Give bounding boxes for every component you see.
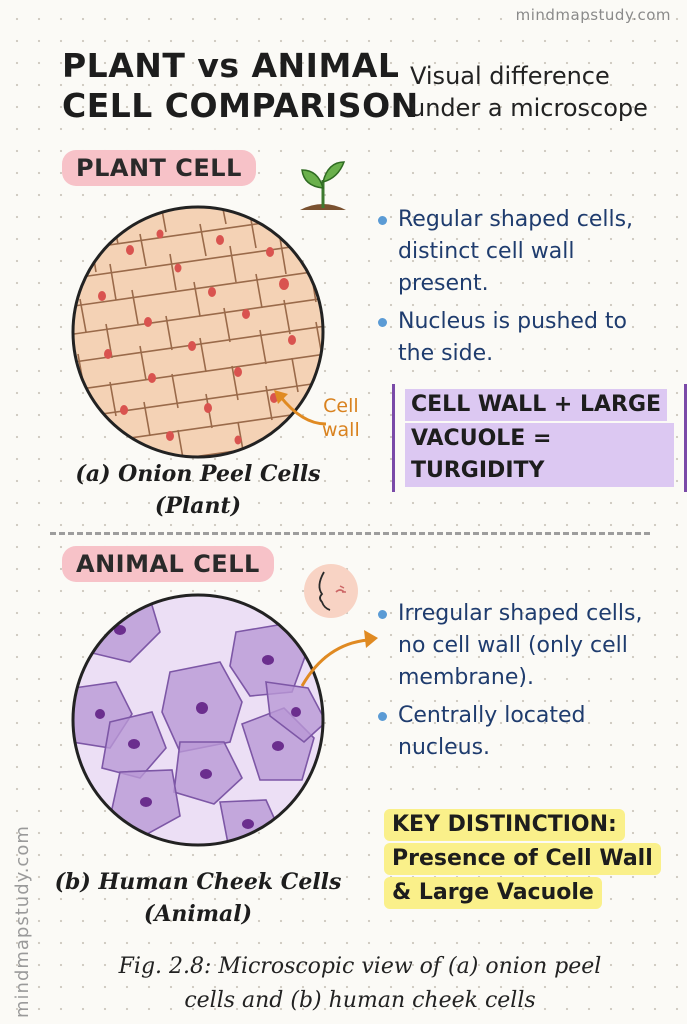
key-line-2: Presence of Cell Wall bbox=[384, 843, 661, 875]
key-distinction-box: KEY DISTINCTION: Presence of Cell Wall &… bbox=[384, 808, 661, 910]
page-title: PLANT vs ANIMAL CELL COMPARISON bbox=[62, 46, 419, 126]
face-icon bbox=[304, 564, 358, 618]
subtitle-line-1: Visual difference bbox=[410, 62, 610, 90]
animal-cell-heading: ANIMAL CELL bbox=[62, 546, 274, 582]
animal-caption-line-2: (Animal) bbox=[143, 901, 253, 927]
plant-caption: (a) Onion Peel Cells (Plant) bbox=[60, 458, 336, 522]
figure-caption-line-2: cells and (b) human cheek cells bbox=[184, 988, 536, 1013]
cell-wall-label-line-2: wall bbox=[322, 419, 360, 441]
animal-bullet-1: Irregular shaped cells, no cell wall (on… bbox=[376, 598, 666, 694]
plant-cell-heading: PLANT CELL bbox=[62, 150, 256, 186]
turgidity-callout: CELL WALL + LARGE VACUOLE = TURGIDITY bbox=[392, 384, 687, 492]
seedling-icon bbox=[300, 161, 346, 210]
callout-line-2: VACUOLE = TURGIDITY bbox=[405, 423, 674, 487]
cell-wall-label: Cell wall bbox=[322, 394, 360, 442]
watermark-top: mindmapstudy.com bbox=[515, 6, 671, 24]
key-line-3: & Large Vacuole bbox=[384, 877, 602, 909]
plant-bullet-1: Regular shaped cells, distinct cell wall… bbox=[376, 204, 666, 300]
plant-nuclei bbox=[98, 229, 296, 445]
plant-caption-line-1: (a) Onion Peel Cells bbox=[75, 461, 321, 487]
plant-caption-line-2: (Plant) bbox=[154, 493, 242, 519]
plant-bullet-2: Nucleus is pushed to the side. bbox=[376, 306, 666, 370]
cell-wall-arrow bbox=[274, 390, 327, 426]
page-subtitle: Visual difference under a microscope bbox=[410, 60, 648, 124]
cell-membrane-arrow bbox=[300, 630, 378, 687]
title-line-2: CELL COMPARISON bbox=[62, 86, 419, 125]
animal-bullets: Irregular shaped cells, no cell wall (on… bbox=[376, 598, 666, 770]
animal-bullet-2: Centrally located nucleus. bbox=[376, 700, 666, 764]
subtitle-line-2: under a microscope bbox=[410, 94, 648, 122]
figure-caption-line-1: Fig. 2.8: Microscopic view of (a) onion … bbox=[118, 954, 602, 979]
key-line-1: KEY DISTINCTION: bbox=[384, 809, 625, 841]
animal-caption-line-1: (b) Human Cheek Cells bbox=[54, 869, 342, 895]
figure-caption: Fig. 2.8: Microscopic view of (a) onion … bbox=[80, 950, 640, 1018]
cell-wall-label-line-1: Cell bbox=[323, 395, 359, 417]
section-divider bbox=[50, 532, 650, 535]
animal-caption: (b) Human Cheek Cells (Animal) bbox=[48, 866, 348, 930]
cheek-cell-micrograph bbox=[71, 593, 325, 847]
animal-nuclei bbox=[95, 625, 301, 829]
onion-peel-micrograph bbox=[71, 205, 325, 459]
plant-bullets: Regular shaped cells, distinct cell wall… bbox=[376, 204, 666, 376]
callout-line-1: CELL WALL + LARGE bbox=[405, 389, 668, 421]
watermark-side: mindmapstudy.com bbox=[12, 825, 33, 1018]
title-line-1: PLANT vs ANIMAL bbox=[62, 46, 400, 85]
